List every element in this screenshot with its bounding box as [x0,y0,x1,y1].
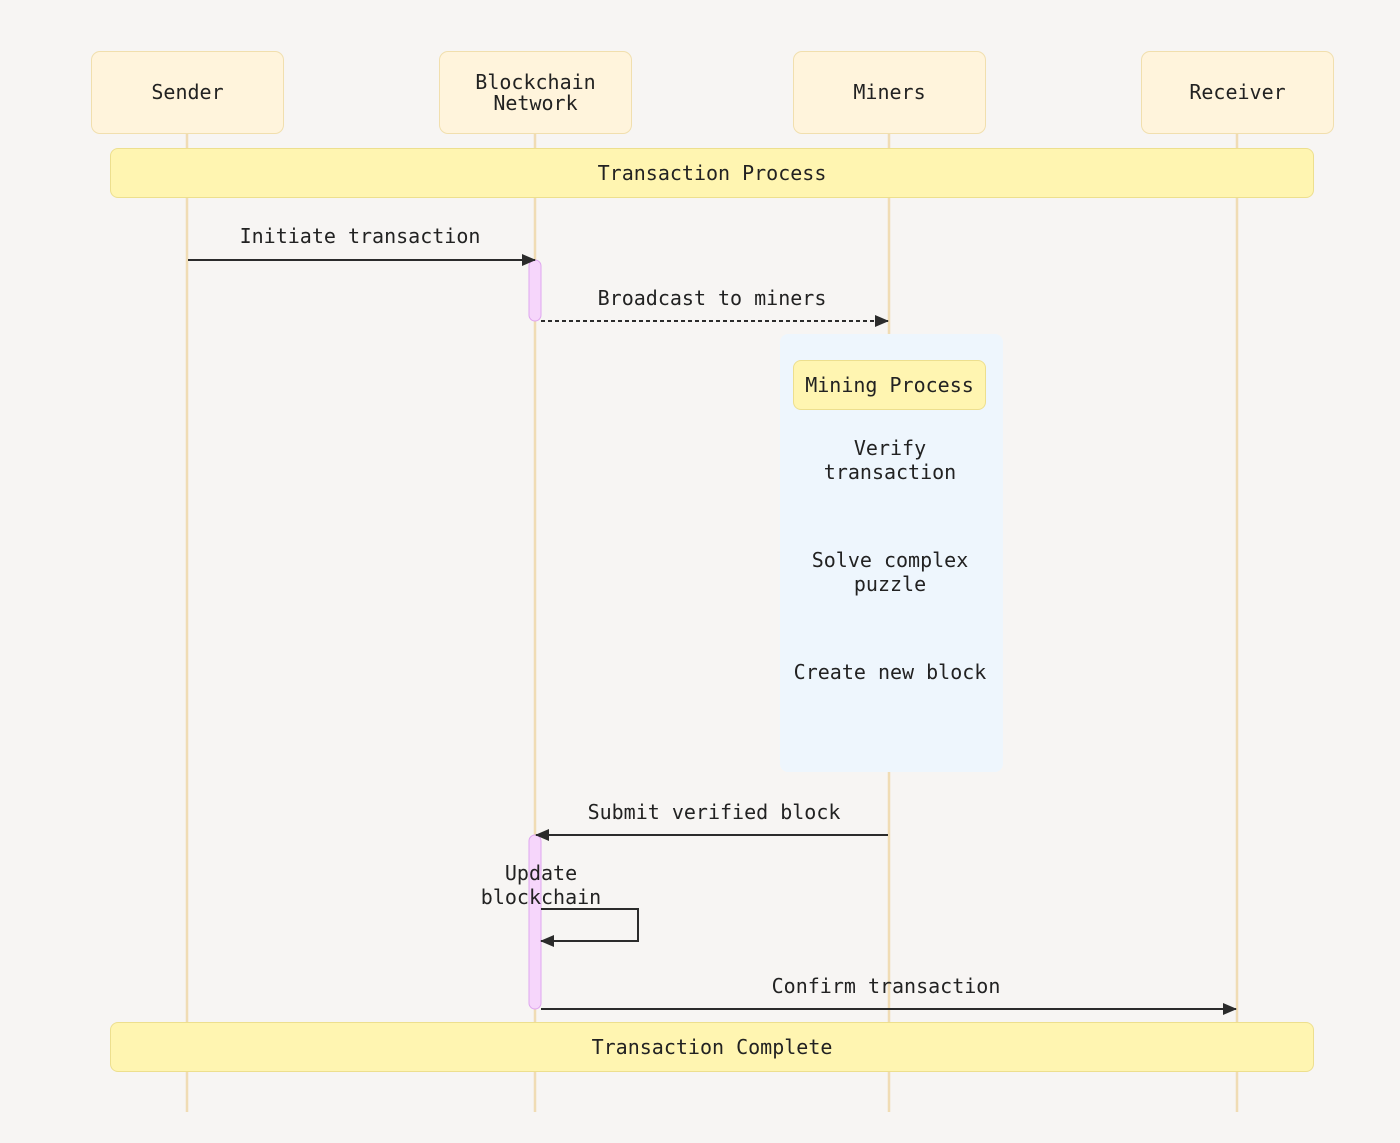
section-transaction-process: Transaction Process [110,148,1314,198]
participant-receiver: Receiver [1141,51,1334,134]
message-confirm-transaction: Confirm transaction [771,974,1001,998]
message-solve-complex-puzzle: Solve complex puzzle [811,548,969,596]
message-verify-transaction: Verify transaction [823,436,957,484]
message-update-blockchain: Update blockchain [480,861,602,909]
participant-miners: Miners [793,51,986,134]
mining-process-label: Mining Process [793,360,986,410]
message-create-new-block: Create new block [793,660,987,684]
message-initiate-transaction: Initiate transaction [239,224,481,248]
section-transaction-complete: Transaction Complete [110,1022,1314,1072]
message-broadcast-to-miners: Broadcast to miners [597,286,827,310]
message-submit-verified-block: Submit verified block [587,800,841,824]
activation-bar [528,259,542,322]
arrow-update-blockchain [540,908,639,947]
participant-sender: Sender [91,51,284,134]
participant-blockchain-network: Blockchain Network [439,51,632,134]
